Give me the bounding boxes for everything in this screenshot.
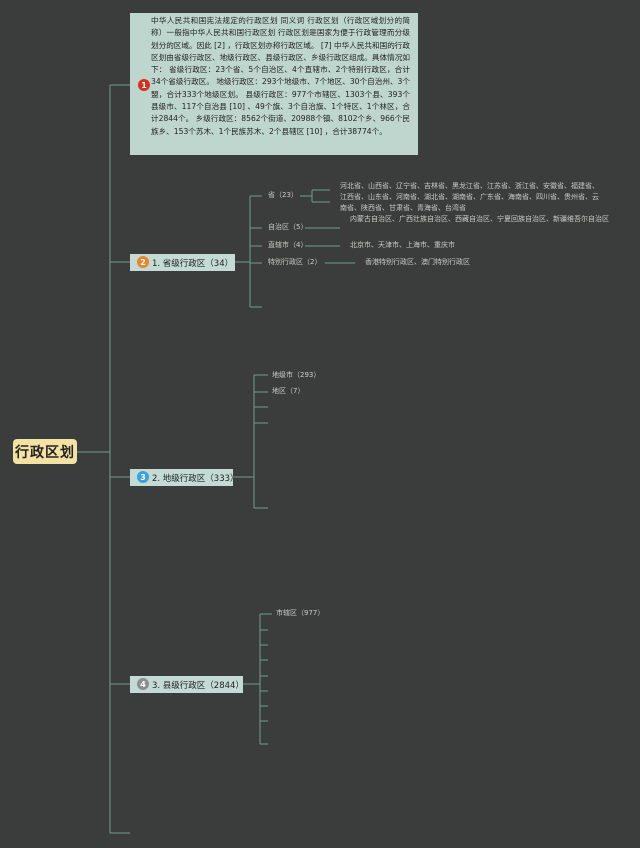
priority-4-icon: 4 (137, 678, 149, 690)
description-node[interactable]: 中华人民共和国宪法规定的行政区划 同义词 行政区划（行政区域划分的简称）一般指中… (130, 13, 418, 155)
branch-prefectural[interactable]: 2. 地级行政区（333） (130, 469, 239, 486)
branch-county[interactable]: 3. 县级行政区（2844） (130, 676, 244, 693)
branch-provincial[interactable]: 1. 省级行政区（34） (130, 254, 235, 271)
priority-2-icon: 2 (137, 256, 149, 268)
node-sar-detail[interactable]: 香港特别行政区、澳门特别行政区 (365, 258, 470, 266)
branch-county-label: 3. 县级行政区（2844） (152, 680, 244, 691)
root-node[interactable]: 行政区划 (13, 439, 77, 464)
node-provinces-detail[interactable]: 河北省、山西省、辽宁省、吉林省、黑龙江省、江苏省、浙江省、安徽省、福建省、江西省… (340, 182, 599, 212)
node-autonomous-regions-detail[interactable]: 内蒙古自治区、广西壮族自治区、西藏自治区、宁夏回族自治区、新疆维吾尔自治区 (350, 215, 609, 223)
root-label: 行政区划 (15, 444, 75, 461)
priority-1-icon: 1 (138, 79, 150, 91)
node-municipalities-detail[interactable]: 北京市、天津市、上海市、重庆市 (350, 241, 455, 249)
priority-3-icon: 3 (137, 471, 149, 483)
node-provinces[interactable]: 省（23） (268, 191, 298, 199)
branch-prefectural-label: 2. 地级行政区（333） (152, 473, 239, 484)
node-prefectures[interactable]: 地区（7） (272, 387, 305, 395)
node-municipalities[interactable]: 直辖市（4） (268, 241, 308, 249)
node-prefecture-cities[interactable]: 地级市（293） (272, 371, 321, 379)
node-districts[interactable]: 市辖区（977） (276, 609, 325, 617)
node-autonomous-regions[interactable]: 自治区（5） (268, 223, 308, 231)
branch-provincial-label: 1. 省级行政区（34） (152, 258, 234, 269)
node-sar[interactable]: 特别行政区（2） (268, 258, 322, 266)
description-text: 中华人民共和国宪法规定的行政区划 同义词 行政区划（行政区域划分的简称）一般指中… (151, 16, 410, 136)
